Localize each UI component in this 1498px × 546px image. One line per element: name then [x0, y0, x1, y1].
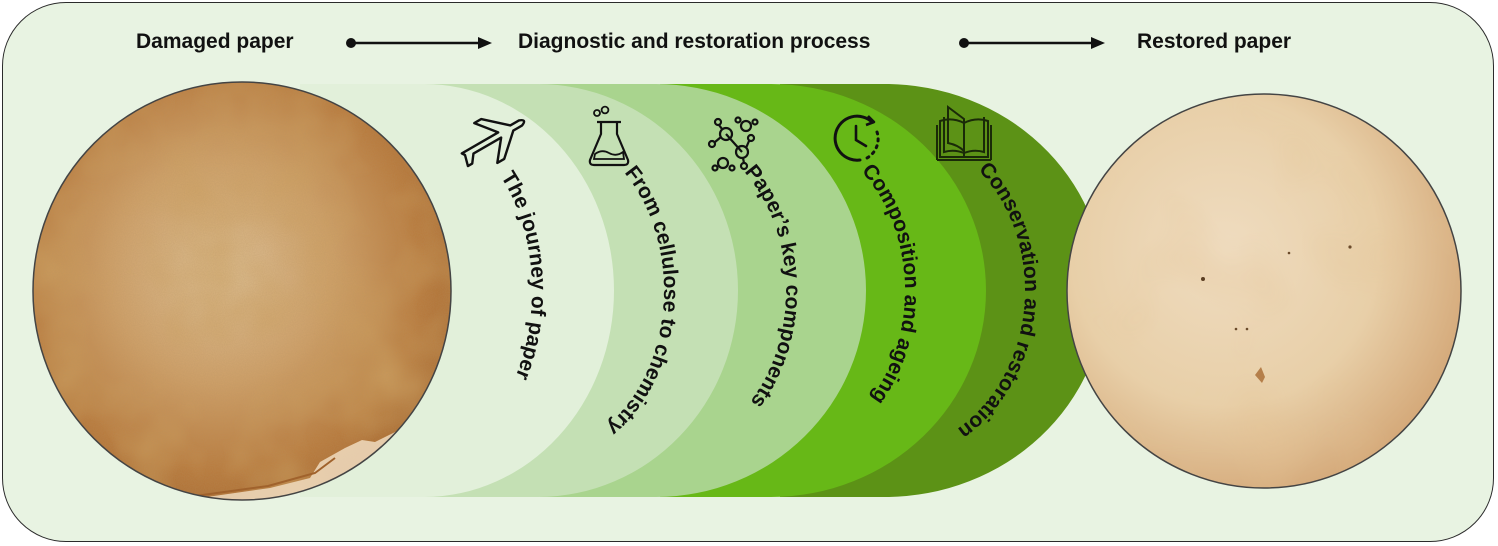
clock-icon [833, 114, 880, 162]
damaged-paper-image [32, 81, 452, 501]
book-icon [936, 105, 992, 161]
header-process: Diagnostic and restoration process [518, 30, 871, 53]
process-bands [300, 84, 1105, 497]
flask-icon [588, 105, 630, 167]
arrow-right [959, 37, 1105, 49]
header-restored-paper: Restored paper [1137, 30, 1292, 53]
restored-paper-image [1066, 93, 1462, 489]
header-damaged-paper: Damaged paper [136, 30, 294, 53]
airplane-icon [460, 117, 526, 168]
arrow-left [346, 37, 492, 49]
molecule-icon [707, 116, 759, 172]
